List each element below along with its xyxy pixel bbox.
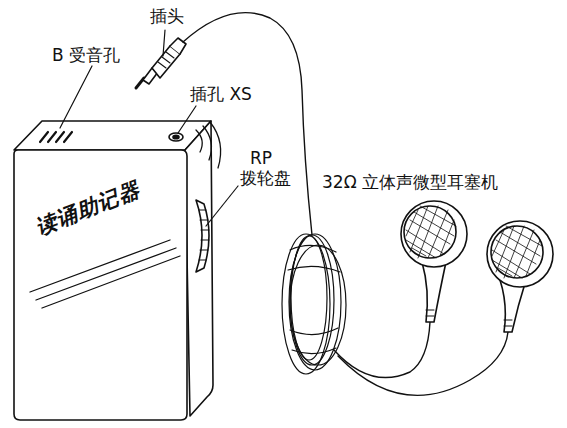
part-label: 插孔 XS bbox=[190, 84, 252, 104]
cable bbox=[183, 13, 312, 235]
part-label: RP bbox=[250, 148, 272, 168]
part-label: 32Ω 立体声微型耳塞机 bbox=[322, 172, 498, 192]
device-front bbox=[14, 150, 187, 420]
thumbwheel-ridges bbox=[199, 210, 209, 260]
sound-holes bbox=[40, 132, 72, 142]
front-stripes bbox=[30, 240, 180, 308]
jack-hole bbox=[169, 133, 183, 141]
part-label: B 受音孔 bbox=[52, 45, 120, 65]
jack-hole bbox=[173, 135, 179, 139]
plug bbox=[136, 38, 186, 88]
part-label: 插头 bbox=[150, 6, 184, 26]
cable bbox=[334, 322, 430, 378]
thumbwheel bbox=[196, 200, 209, 272]
earbud bbox=[487, 221, 553, 332]
device-top bbox=[14, 121, 211, 150]
cable bbox=[338, 332, 508, 395]
sound-waves bbox=[196, 122, 221, 168]
device-side bbox=[185, 121, 213, 416]
part-label: 拨轮盘 bbox=[240, 168, 291, 188]
earbud bbox=[401, 201, 467, 322]
